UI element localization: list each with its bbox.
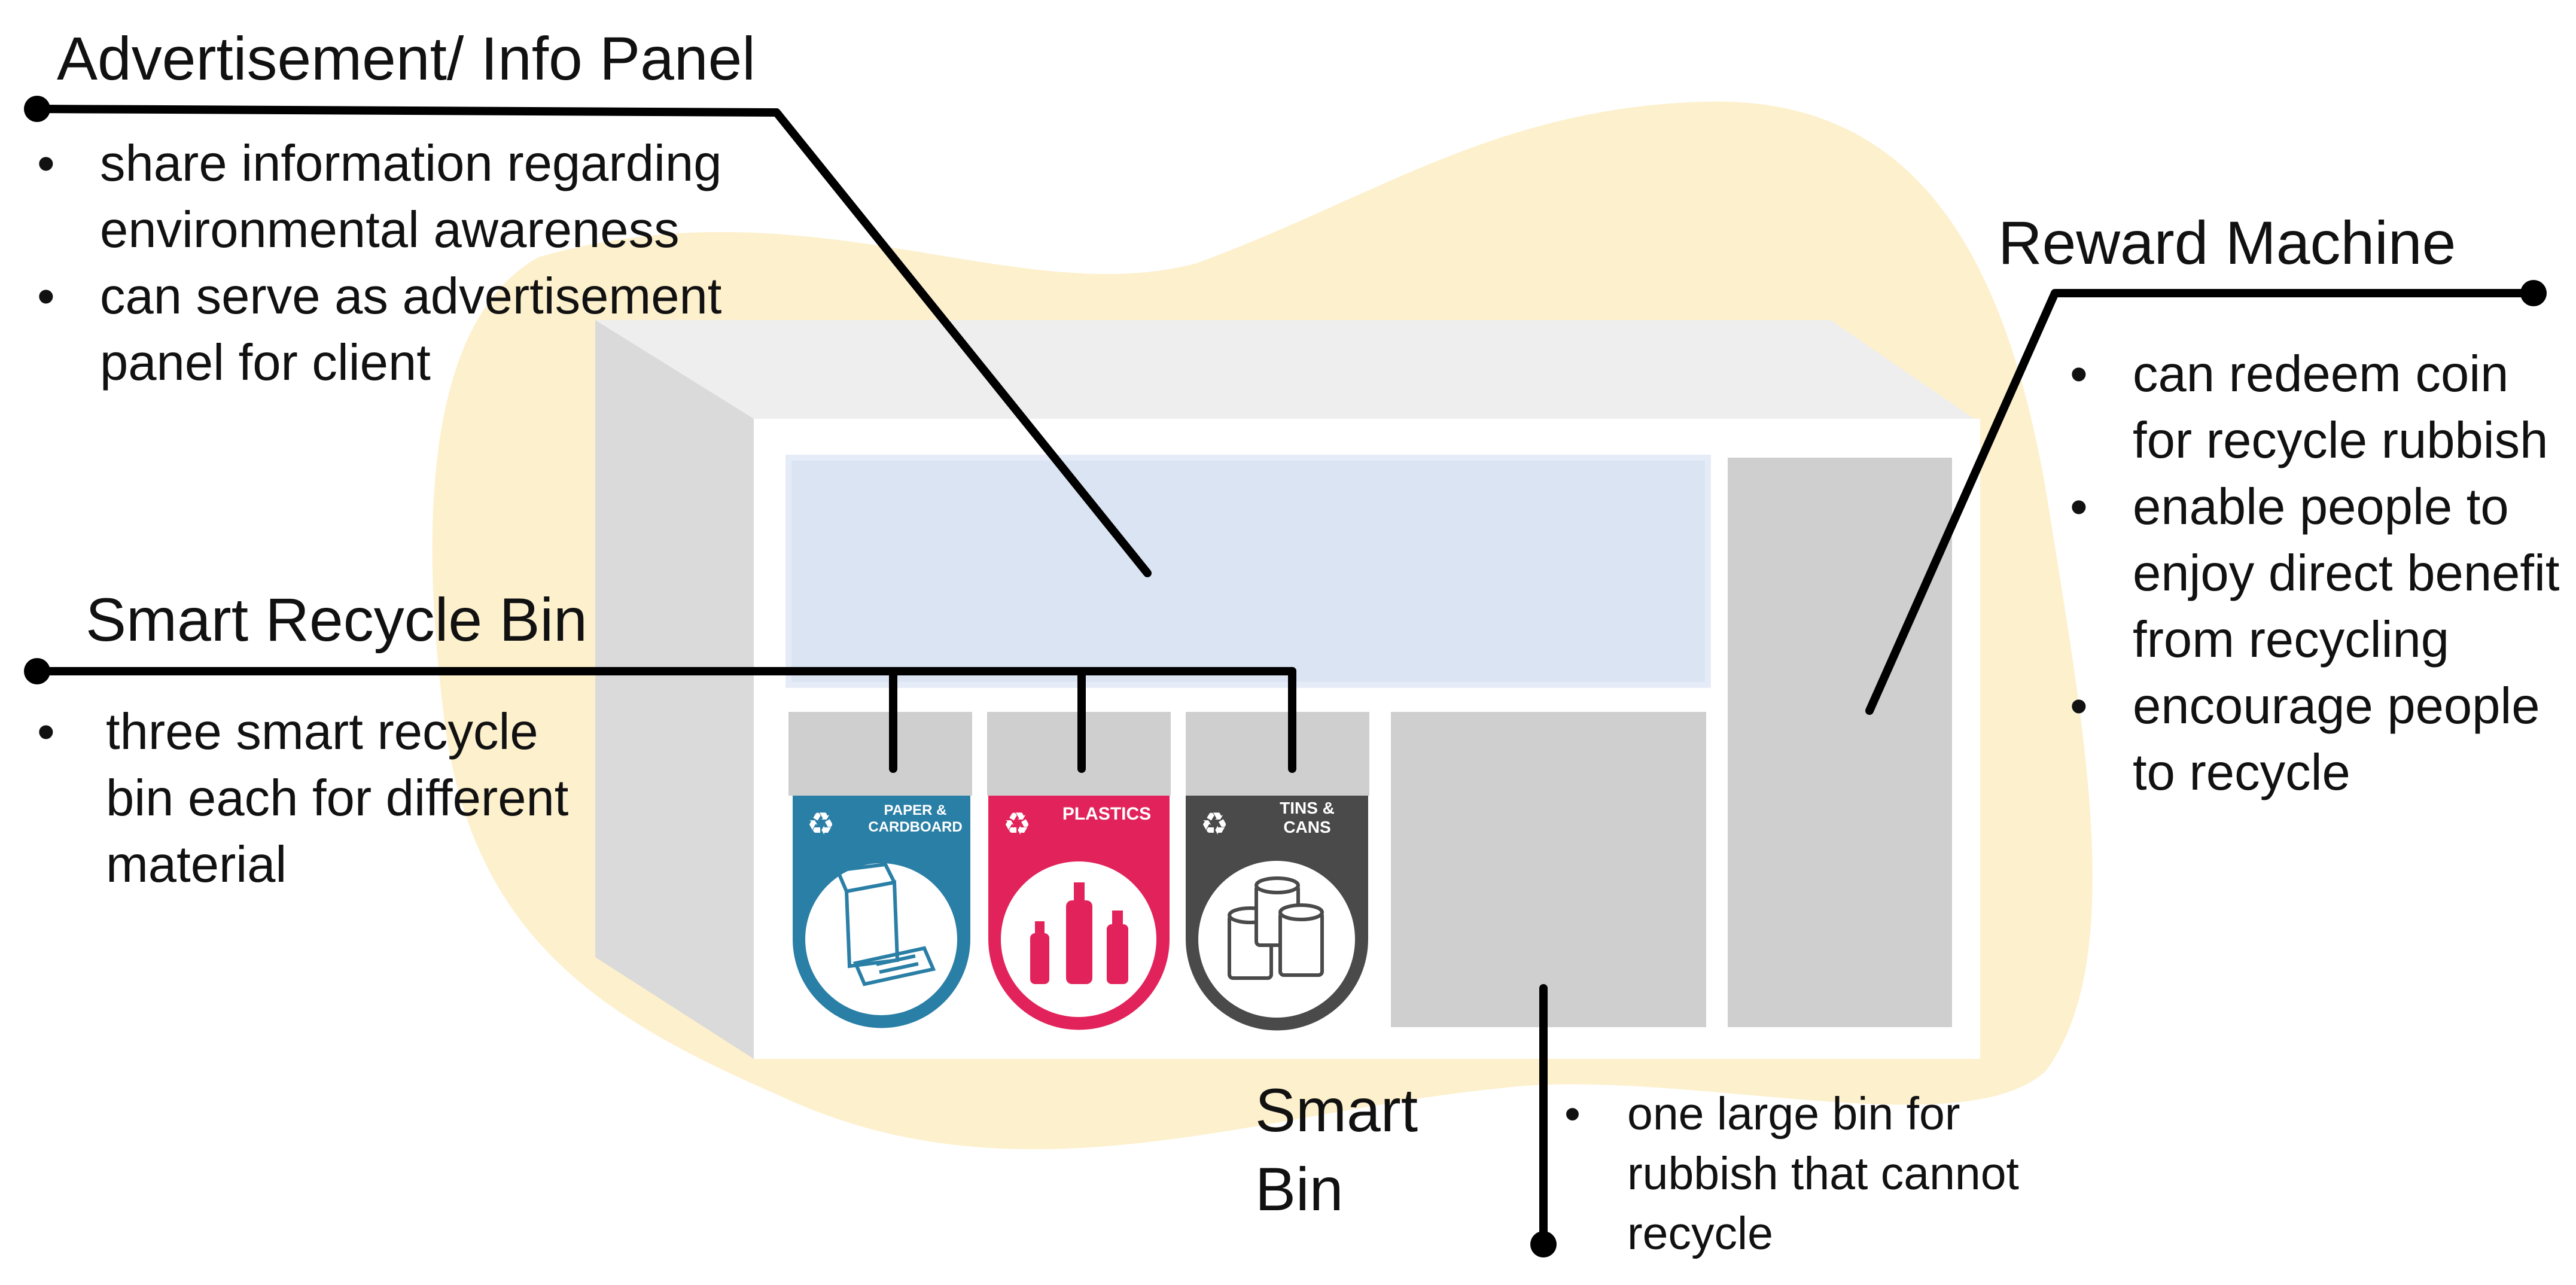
reward-machine-bullet: encourage people to recycle: [2070, 673, 2566, 806]
smart-bin-bullets: one large bin for rubbish that cannot re…: [1564, 1084, 2103, 1263]
tin-cans-icon: [1228, 876, 1324, 980]
recycle-icon: ♻: [1201, 807, 1229, 842]
recycle-icon: ♻: [807, 807, 835, 842]
recycle-icon: ♻: [1003, 807, 1031, 842]
leader-ad-panel: [33, 105, 1152, 577]
reward-machine-bullets: can redeem coin for recycle rubbish enab…: [2070, 341, 2566, 806]
bin-tins-cans: ♻ TINS & CANS: [1186, 796, 1368, 1031]
smart-bin-title-line1: Smart: [1255, 1076, 1418, 1144]
bin-slot-1: [788, 712, 972, 796]
reward-machine-bullet: can redeem coin for recycle rubbish: [2070, 341, 2566, 474]
reward-machine-block: [1728, 458, 1952, 1027]
reward-machine-bullet: enable people to enjoy direct benefit fr…: [2070, 474, 2566, 673]
plastic-bottles-icon: [1030, 882, 1128, 984]
bin-slot-3: [1186, 712, 1369, 796]
reward-machine-title: Reward Machine: [1998, 209, 2456, 277]
smart-bin-bullet: one large bin for rubbish that cannot re…: [1564, 1084, 2103, 1263]
smart-bin-title-line2: Bin: [1255, 1155, 1344, 1223]
ad-panel-bullet: can serve as advertisement panel for cli…: [37, 263, 725, 396]
smart-bin-title: Smart Bin: [1255, 1071, 1418, 1229]
bin-label: CANS: [1283, 818, 1330, 836]
paper-cardboard-icon: [835, 862, 936, 986]
bin-plastics: ♻ PLASTICS: [988, 796, 1170, 1030]
smart-recycle-bin-bullet: three smart recycle bin each for differe…: [37, 699, 576, 898]
bin-label: CARDBOARD: [868, 819, 962, 835]
bin-label: TINS &: [1280, 799, 1335, 817]
leader-dots: [24, 96, 2547, 1257]
ad-panel-bullet: share information regarding environmenta…: [37, 130, 725, 263]
bin-label: PLASTICS: [1062, 804, 1151, 824]
smart-recycle-bin-bullets: three smart recycle bin each for differe…: [37, 699, 576, 898]
kiosk-side: [595, 320, 754, 1059]
bin-label: PAPER &: [884, 802, 947, 818]
bin-paper-cardboard: ♻ PAPER & CARDBOARD: [793, 796, 970, 1028]
smart-bin-block: [1391, 712, 1706, 1027]
leader-lines: [33, 105, 2538, 1249]
kiosk-top: [595, 320, 1974, 419]
ad-panel-title: Advertisement/ Info Panel: [57, 25, 756, 93]
smart-recycle-bin-title: Smart Recycle Bin: [86, 586, 587, 654]
info-panel-screen: [785, 455, 1711, 688]
leader-reward-machine: [1865, 289, 2538, 715]
ad-panel-bullets: share information regarding environmenta…: [37, 130, 725, 396]
